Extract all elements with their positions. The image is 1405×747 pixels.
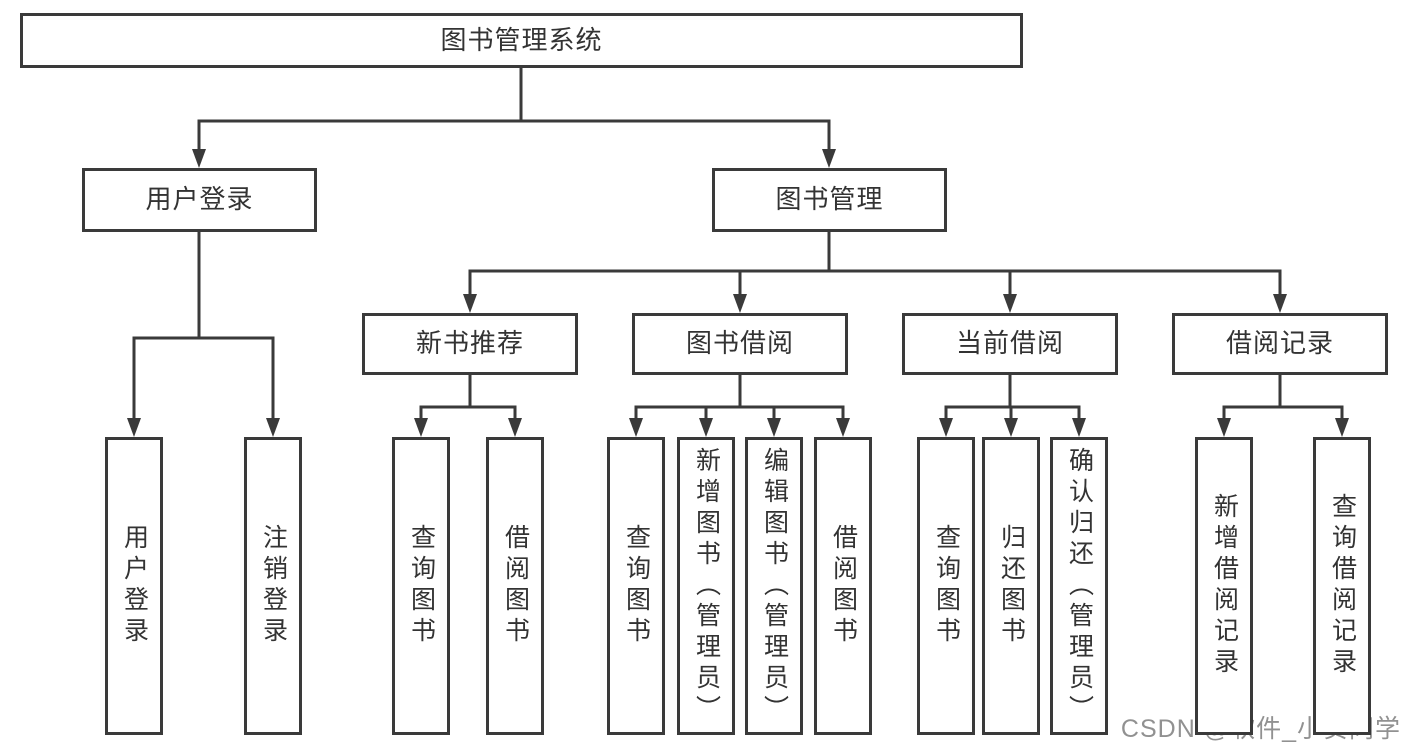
node-logout-leaf: 注销登录	[244, 437, 302, 735]
node-label-br-query-record: 查询借阅记录	[1328, 493, 1357, 679]
node-current-borrowing: 当前借阅	[902, 313, 1118, 375]
node-bb-borrow-books: 借阅图书	[814, 437, 872, 735]
node-label-bb-borrow-books: 借阅图书	[829, 524, 858, 648]
node-br-query-record: 查询借阅记录	[1313, 437, 1371, 735]
node-label-user-login: 用户登录	[145, 184, 254, 215]
node-bb-add-books: 新增图书（管理员）	[677, 437, 735, 735]
node-label-logout-leaf: 注销登录	[259, 524, 288, 648]
node-nbr-query-books: 查询图书	[392, 437, 450, 735]
node-cb-return-books: 归还图书	[982, 437, 1040, 735]
node-label-cb-query-books: 查询图书	[932, 524, 961, 648]
node-cb-confirm-return: 确认归还（管理员）	[1050, 437, 1108, 735]
node-label-cb-confirm-return: 确认归还（管理员）	[1065, 446, 1094, 726]
node-label-br-add-record: 新增借阅记录	[1210, 493, 1239, 679]
node-label-bb-query-books: 查询图书	[622, 524, 651, 648]
node-label-current-borrowing: 当前借阅	[955, 328, 1064, 359]
node-bb-edit-books: 编辑图书（管理员）	[745, 437, 803, 735]
node-label-bb-edit-books: 编辑图书（管理员）	[760, 446, 789, 726]
node-bb-query-books: 查询图书	[607, 437, 665, 735]
node-label-nbr-borrow-books: 借阅图书	[501, 524, 530, 648]
node-new-book-recommend: 新书推荐	[362, 313, 578, 375]
node-br-add-record: 新增借阅记录	[1195, 437, 1253, 735]
node-borrowing-records: 借阅记录	[1172, 313, 1388, 375]
node-label-user-login-leaf: 用户登录	[120, 524, 149, 648]
node-book-borrowing: 图书借阅	[632, 313, 848, 375]
node-label-borrowing-records: 借阅记录	[1225, 328, 1334, 359]
node-root: 图书管理系统	[20, 13, 1023, 68]
node-user-login: 用户登录	[82, 168, 317, 232]
node-label-nbr-query-books: 查询图书	[407, 524, 436, 648]
node-label-new-book-recommend: 新书推荐	[415, 328, 524, 359]
node-label-book-management: 图书管理	[775, 184, 884, 215]
node-nbr-borrow-books: 借阅图书	[486, 437, 544, 735]
node-book-management: 图书管理	[712, 168, 947, 232]
node-cb-query-books: 查询图书	[917, 437, 975, 735]
node-label-cb-return-books: 归还图书	[997, 524, 1026, 648]
node-label-book-borrowing: 图书借阅	[685, 328, 794, 359]
node-label-root: 图书管理系统	[440, 24, 603, 55]
node-label-bb-add-books: 新增图书（管理员）	[692, 446, 721, 726]
node-user-login-leaf: 用户登录	[105, 437, 163, 735]
